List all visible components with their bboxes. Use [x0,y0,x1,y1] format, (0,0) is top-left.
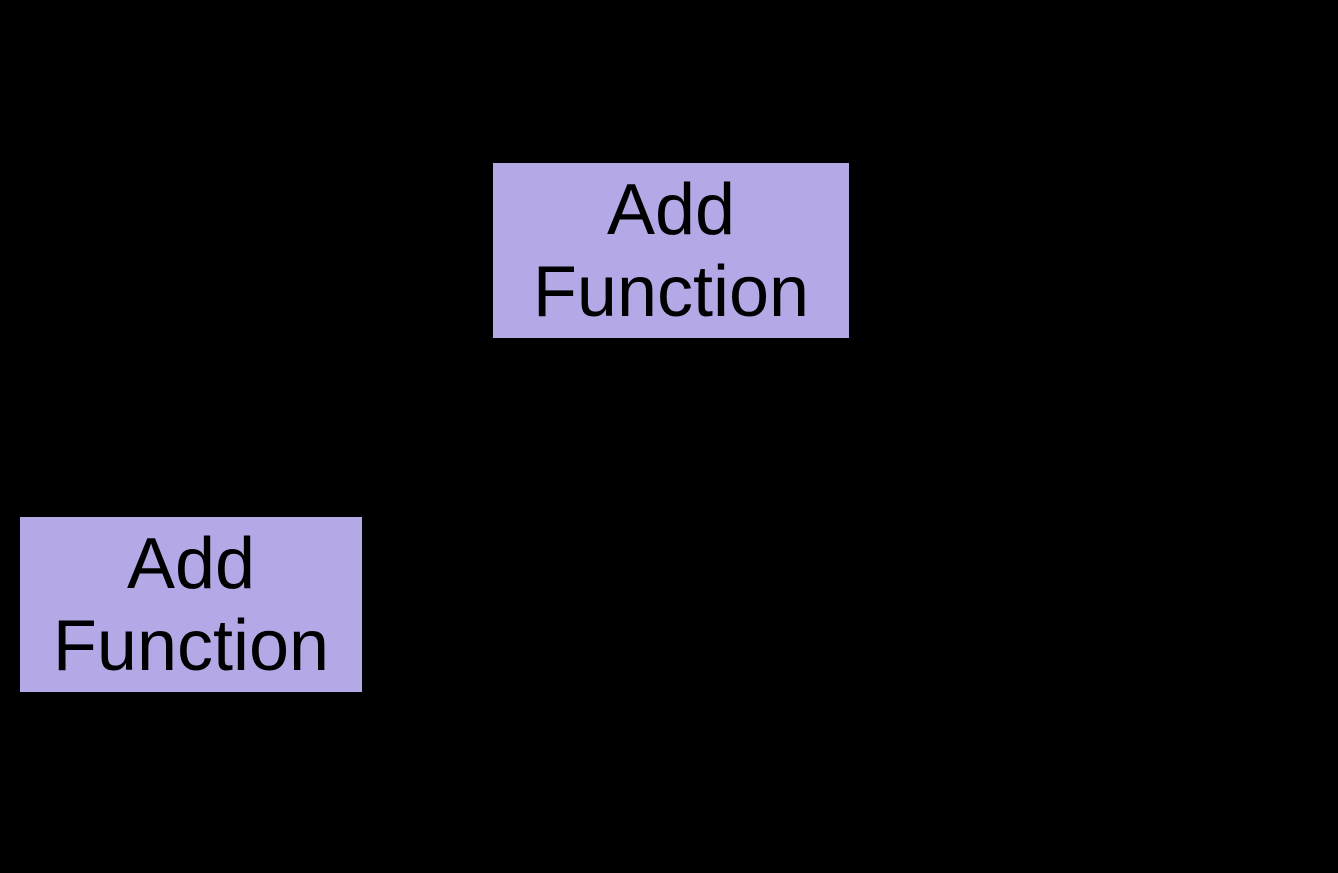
node-add-function-1[interactable]: Add Function [493,163,849,338]
node-label-line1: Add [126,523,256,604]
node-add-function-2[interactable]: Add Function [20,517,362,692]
node-label-line2: Function [532,251,810,332]
node-label-line2: Function [52,605,330,686]
node-label-line1: Add [606,169,736,250]
